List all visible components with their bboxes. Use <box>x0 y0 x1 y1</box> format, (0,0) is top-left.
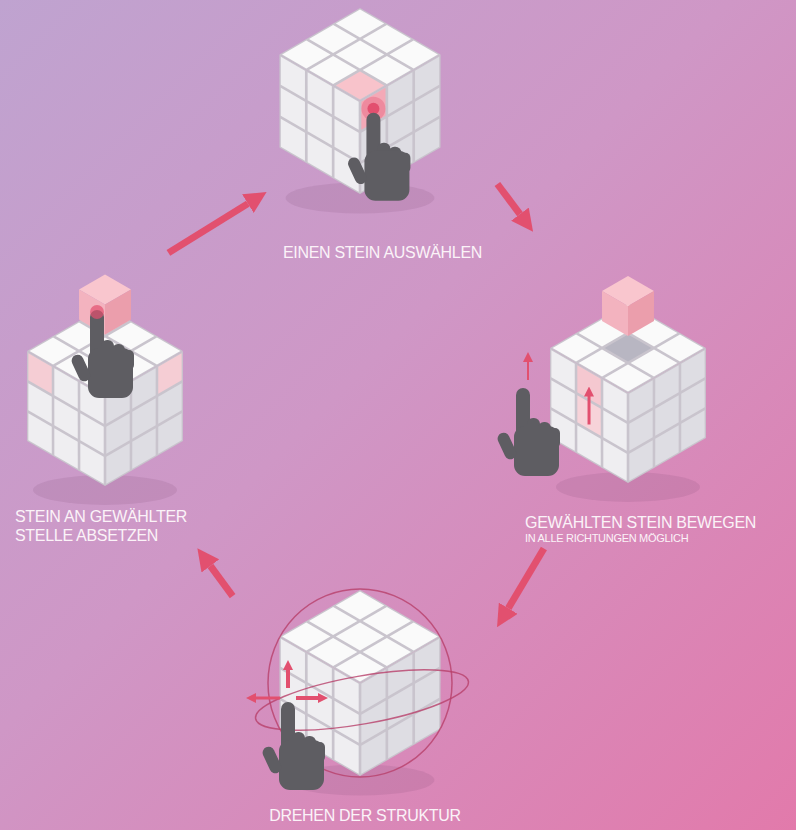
stone-placed <box>79 275 131 335</box>
hand-part <box>279 740 324 790</box>
step-caption: DREHEN DER STRUKTUR <box>269 806 461 825</box>
motion-arrow <box>254 697 280 700</box>
motion-arrow <box>296 696 320 700</box>
step-panel: GEWÄHLTEN STEIN BEWEGENIN ALLE RICHTUNGE… <box>525 235 787 545</box>
cube-cell <box>334 670 358 712</box>
cube-face <box>279 590 440 683</box>
cube-cell <box>361 670 385 712</box>
cube-cell <box>281 57 305 99</box>
motion-arrow <box>588 395 591 425</box>
motion-arrow <box>286 668 290 688</box>
cube-cell <box>334 88 358 130</box>
hand-place <box>70 310 134 398</box>
cube-face <box>279 55 360 195</box>
cycle-arrow <box>497 184 520 214</box>
cube-cell <box>603 380 626 421</box>
step-caption: STEIN AN GEWÄHLTER STELLE ABSETZEN <box>15 507 215 545</box>
cycle-arrow <box>210 566 232 596</box>
cycle-arrow <box>508 548 544 608</box>
cube-rotate <box>279 590 440 796</box>
hand-thumb <box>70 353 93 383</box>
cycle-arrow <box>168 204 247 253</box>
cube-place <box>27 306 183 505</box>
step-note: IN ALLE RICHTUNGEN MÖGLICH <box>525 532 688 545</box>
cube-cell <box>308 72 332 114</box>
cube-face <box>628 348 706 483</box>
cube-cell <box>308 654 332 696</box>
motion-arrow <box>527 360 529 380</box>
stone-face <box>628 291 654 336</box>
stone-face <box>602 291 628 336</box>
step-panel: STEIN AN GEWÄHLTER STELLE ABSETZEN <box>15 255 215 545</box>
cube-cell <box>629 380 652 421</box>
hand-thumb <box>346 156 369 186</box>
cube-face <box>550 348 628 483</box>
cube-face <box>360 637 441 777</box>
cube-cell <box>54 368 77 409</box>
hand-move <box>496 388 560 476</box>
step-caption: GEWÄHLTEN STEIN BEWEGEN <box>525 513 756 532</box>
touch-dot <box>90 305 104 319</box>
step-caption: EINEN STEIN AUSWÄHLEN <box>283 243 482 262</box>
hand-select <box>346 113 410 201</box>
cube-face <box>279 8 440 101</box>
hand-part <box>88 348 133 398</box>
stone-face <box>105 290 131 335</box>
cube-cell <box>281 639 305 681</box>
hand-rotate <box>261 702 325 790</box>
cube-select <box>279 8 440 214</box>
hand-part <box>514 426 559 476</box>
hand-thumb <box>261 745 284 775</box>
cube-cell <box>551 350 574 391</box>
step-panel: EINEN STEIN AUSWÄHLEN <box>270 0 495 262</box>
step-panel: DREHEN DER STRUKTUR <box>235 585 495 825</box>
stone-lifted <box>602 276 654 336</box>
hand-thumb <box>496 431 519 461</box>
cube-cell <box>28 353 51 394</box>
hand-part <box>364 151 409 201</box>
